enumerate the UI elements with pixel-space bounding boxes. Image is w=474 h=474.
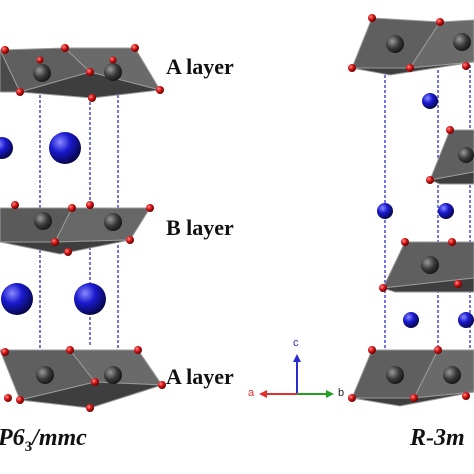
- layer-label-a-top: A layer: [166, 54, 234, 79]
- layer-label-b: B layer: [166, 215, 234, 240]
- alkali-atom: [458, 312, 474, 328]
- space-group-left: P63/mmc: [0, 425, 87, 455]
- alkali-atom: [377, 203, 393, 219]
- oxygen-atoms-middle: [11, 201, 154, 256]
- octahedra-layer-b: [0, 207, 151, 255]
- axis-triad: [259, 354, 334, 398]
- metal-atom: [33, 64, 51, 82]
- alkali-atom: [1, 283, 33, 315]
- metal-atom: [453, 33, 471, 51]
- alkali-atom: [0, 137, 13, 159]
- space-group-right: R-3m: [410, 425, 465, 451]
- oxygen-atoms-right-third: [379, 238, 462, 292]
- left-structure: [0, 44, 166, 412]
- octahedra-layer-a-top: [0, 47, 162, 99]
- metal-atom: [443, 366, 461, 384]
- space-group-left-subscript: 3: [24, 439, 33, 455]
- axis-label-c: c: [293, 337, 299, 349]
- alkali-atom: [422, 93, 438, 109]
- layer-label-a-bottom: A layer: [166, 364, 234, 389]
- metal-atom: [104, 213, 122, 231]
- octahedra-right-second: [428, 129, 474, 185]
- oxygen-atoms-top: [1, 44, 164, 102]
- alkali-atom: [49, 132, 81, 164]
- metal-atom: [104, 63, 122, 81]
- axis-label-a: a: [248, 387, 255, 399]
- metal-atom: [421, 256, 439, 274]
- alkali-atom: [74, 283, 106, 315]
- space-group-left-suffix: /mmc: [32, 425, 87, 451]
- oxygen-atoms-bottom: [1, 346, 166, 412]
- octahedra-layer-a-bottom: [0, 349, 163, 409]
- metal-atom: [34, 212, 52, 230]
- oxygen-atoms-right-second: [426, 126, 454, 184]
- metal-atom: [386, 366, 404, 384]
- metal-atom: [104, 366, 122, 384]
- oxygen-atoms-right-bottom: [348, 346, 470, 402]
- space-group-left-prefix: P6: [0, 425, 25, 451]
- oxygen-atoms-right-top: [348, 14, 470, 72]
- right-structure: [348, 14, 474, 407]
- metal-atom: [458, 147, 474, 163]
- axis-label-b: b: [338, 387, 345, 399]
- alkali-atom: [403, 312, 419, 328]
- metal-atom: [386, 35, 404, 53]
- alkali-atom: [438, 203, 454, 219]
- metal-atom: [36, 366, 54, 384]
